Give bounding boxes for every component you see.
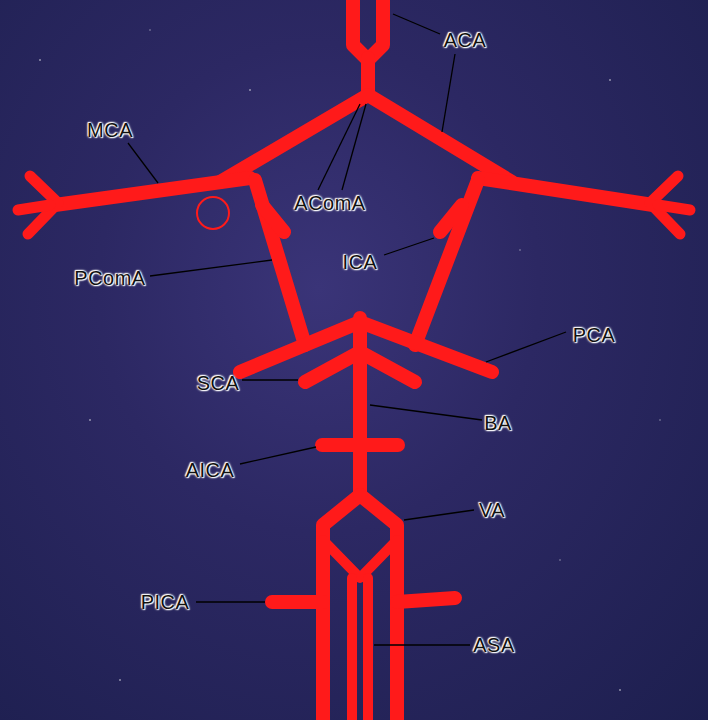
- basilar-artery: [353, 318, 367, 495]
- star: [559, 559, 561, 561]
- star: [249, 89, 251, 91]
- mca-branches: [18, 205, 50, 210]
- artery-label: AICA: [186, 460, 235, 480]
- artery-label: ACA: [444, 30, 487, 50]
- anterior-spinal-artery: [347, 578, 357, 720]
- artery-label: ASA: [473, 635, 515, 655]
- artery-label: PICA: [141, 592, 190, 612]
- artery-label: ICA: [343, 252, 378, 272]
- spinal-branches: [323, 540, 397, 578]
- vertebral-artery: [360, 495, 397, 720]
- arteries: [18, 0, 690, 720]
- leader-line: [196, 601, 265, 602]
- leader-line: [384, 238, 434, 255]
- star: [519, 249, 521, 251]
- leader-line: [128, 143, 158, 183]
- artery-label: BA: [484, 413, 512, 433]
- middle-cerebral-artery: [478, 178, 653, 205]
- artery-label: SCA: [197, 373, 240, 393]
- internal-carotid-artery: [440, 205, 462, 232]
- mca-branches: [658, 205, 690, 210]
- anterior-inferior-cerebellar-artery: [322, 438, 398, 452]
- anterior-cerebral-artery: [220, 95, 512, 182]
- artery-label: AComA: [294, 193, 365, 213]
- posterior-inferior-cerebellar-artery: [272, 595, 323, 609]
- leader-line: [393, 14, 440, 34]
- artery-label: VA: [479, 500, 505, 520]
- leader-lines: [128, 14, 566, 645]
- internal-carotid-artery: [262, 205, 284, 232]
- aneurysm-marker: [197, 197, 229, 229]
- posterior-inferior-cerebellar-artery: [397, 598, 455, 602]
- star: [39, 59, 41, 61]
- leader-line: [242, 379, 298, 380]
- star: [609, 79, 611, 81]
- middle-cerebral-artery: [55, 178, 250, 205]
- leader-line: [374, 644, 470, 645]
- artery-label: MCA: [87, 120, 133, 140]
- leader-line: [486, 332, 566, 362]
- leader-line: [150, 260, 272, 276]
- leader-line: [240, 447, 316, 464]
- posterior-communicating-artery: [415, 180, 478, 345]
- vertebral-artery: [323, 495, 360, 720]
- anterior-spinal-artery: [363, 578, 373, 720]
- star: [119, 679, 121, 681]
- leader-line: [404, 510, 474, 520]
- star: [149, 29, 151, 31]
- leader-line: [370, 405, 482, 420]
- leader-line: [342, 104, 366, 190]
- star: [89, 419, 91, 421]
- leader-line: [442, 54, 455, 132]
- artery-label: PCA: [573, 325, 616, 345]
- star: [619, 689, 621, 691]
- star: [659, 419, 661, 421]
- artery-label: PComA: [74, 268, 145, 288]
